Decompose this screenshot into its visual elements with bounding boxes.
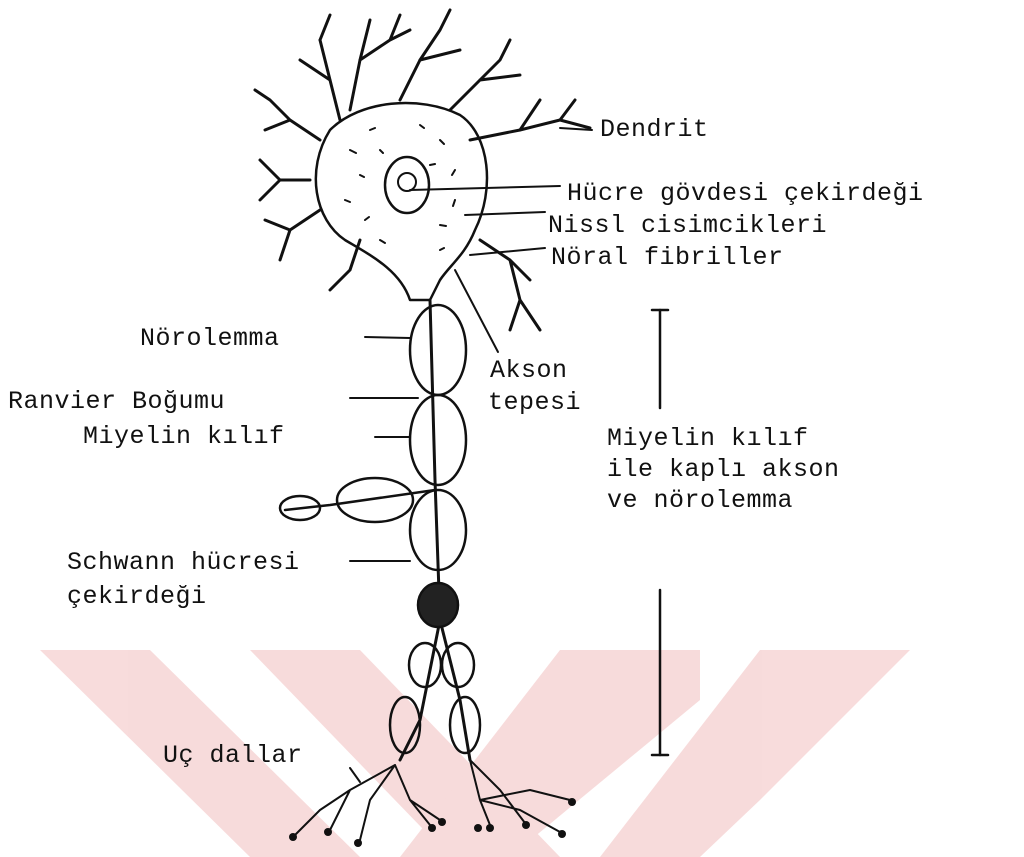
label-miyelin-akson-3: ve nörolemma [607,487,793,514]
nucleolus [398,173,416,191]
cell-nucleus [385,157,429,213]
label-miyelin-akson-2: ile kaplı akson [607,456,840,483]
label-norolemma: Nörolemma [140,325,280,352]
label-dendrit: Dendrit [600,116,709,143]
dendrites [255,10,590,330]
label-tepesi: tepesi [488,389,581,416]
label-akson: Akson [490,357,568,384]
label-uc-dallar: Uç dallar [163,742,303,769]
label-miyelin: Miyelin kılıf [83,423,285,450]
label-nissl: Nissl cisimcikleri [548,212,827,239]
label-ranvier: Ranvier Boğumu [8,388,225,415]
axon [400,300,440,760]
label-hucre-govdesi: Hücre gövdesi çekirdeği [567,180,924,207]
label-noral: Nöral fibriller [551,244,784,271]
label-miyelin-akson-1: Miyelin kılıf [607,425,809,452]
label-schwann-1: Schwann hücresi [67,549,300,576]
myelin-sheath [390,305,480,753]
cell-body [316,103,487,300]
label-schwann-2: çekirdeği [67,583,207,610]
